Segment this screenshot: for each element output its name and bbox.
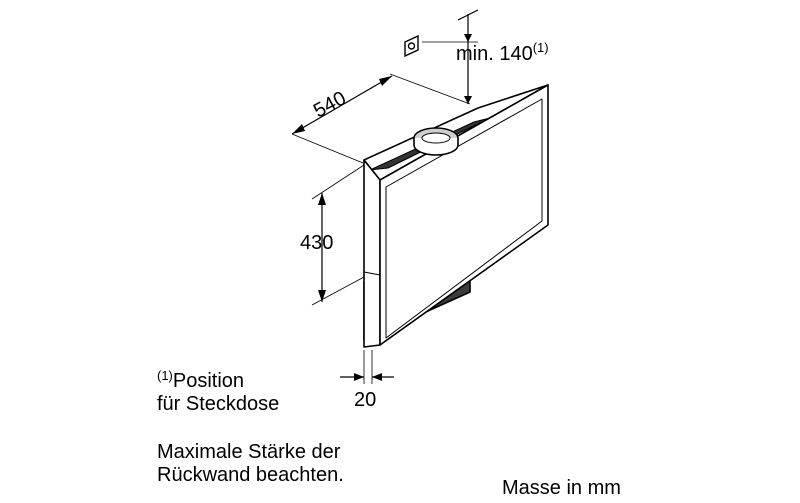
thickness-label: 20 (354, 389, 376, 411)
warning-line-1: Maximale Stärke der (157, 441, 341, 463)
dimension-height (311, 164, 365, 306)
footnote-line-2: für Steckdose (157, 393, 280, 415)
footnote-line-1: Position (172, 370, 245, 392)
units-note: Masse in mm (502, 477, 621, 499)
exhaust-duct-icon (413, 127, 459, 156)
hood-body (363, 84, 549, 348)
wall-thickness-warning: Maximale Stärke der Rückwand beachten. (157, 441, 344, 487)
socket-offset-label: min. 140(1) (456, 40, 549, 65)
power-socket-icon (404, 34, 419, 58)
socket-footnote: (1)Position für Steckdose (157, 368, 280, 416)
warning-line-2: Rückwand beachten. (157, 464, 344, 486)
dimension-thickness (340, 350, 394, 384)
footnote-ref: (1) (157, 368, 173, 383)
depth-label: 540 (310, 87, 350, 122)
dimension-socket-offset (422, 9, 479, 104)
height-label: 430 (300, 232, 333, 254)
dimension-depth (291, 73, 471, 164)
